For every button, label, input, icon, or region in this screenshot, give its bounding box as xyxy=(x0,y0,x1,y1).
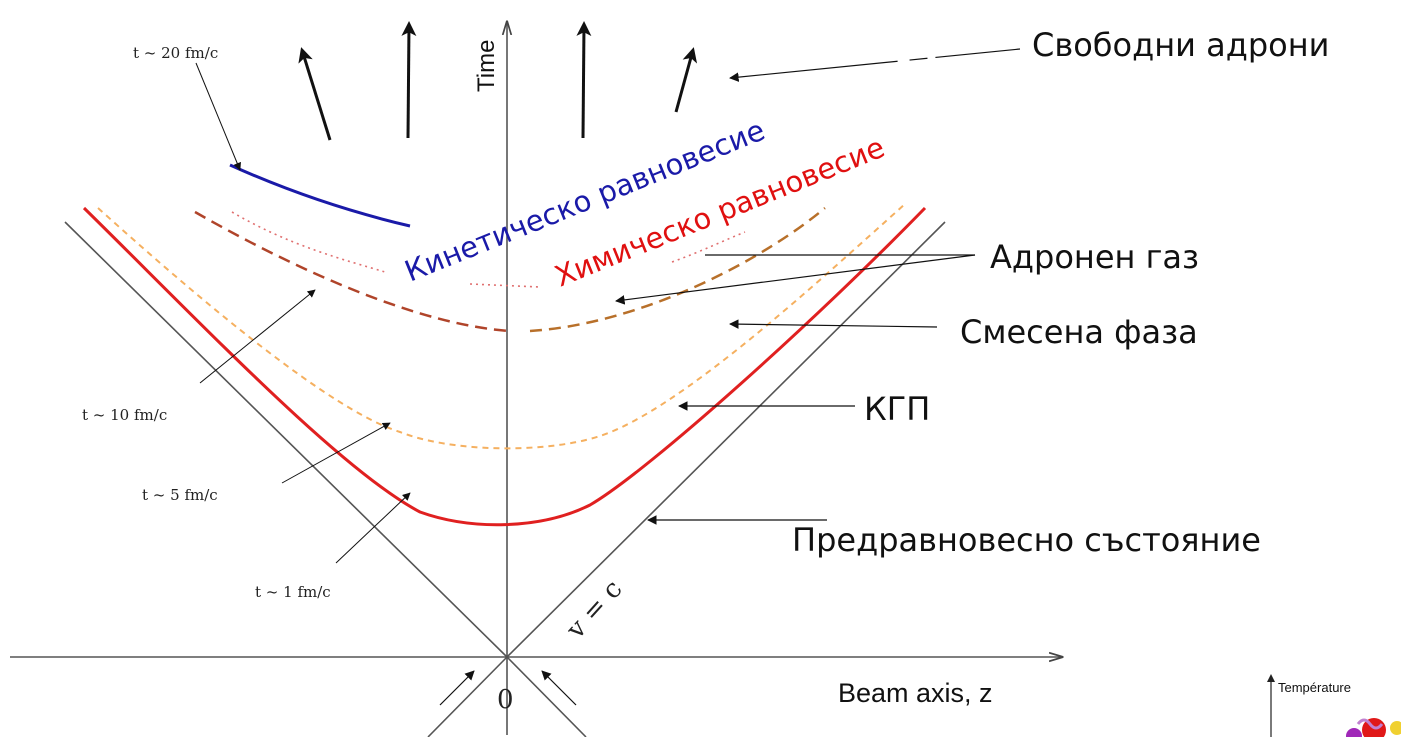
t1-pointer xyxy=(335,492,411,564)
time-axis-label: Time xyxy=(473,40,500,92)
hadron-gas-curve-left xyxy=(194,210,511,333)
temperature-inset: Température xyxy=(1262,672,1401,737)
incoming-arrow-right xyxy=(541,670,577,706)
time-label-1: t ~ 1 fm/c xyxy=(255,583,331,601)
light-cone-left xyxy=(64,221,508,658)
incoming-arrow-left xyxy=(439,670,475,706)
pre-equilibrium-label: Предравновесно състояние xyxy=(792,521,1261,559)
freezeout-dots-mid xyxy=(469,283,541,288)
time-label-10: t ~ 10 fm/c xyxy=(82,406,167,424)
light-cone-right xyxy=(506,221,946,658)
hadron-arrow-3 xyxy=(576,21,592,139)
light-cone-label: v = c xyxy=(560,574,628,645)
beam-axis-label: Beam axis, z xyxy=(838,678,993,708)
hadron-gas-label: Адронен газ xyxy=(990,238,1199,276)
inset-axis-label: Température xyxy=(1278,680,1351,695)
inset-purple-blob xyxy=(1346,728,1362,737)
freezeout-dots-right xyxy=(671,231,746,263)
hadron-arrow-2 xyxy=(401,21,417,139)
inset-squiggle xyxy=(1356,718,1384,730)
qgp-label: КГП xyxy=(864,390,930,428)
freezeout-dots-left xyxy=(231,211,386,273)
t20-pointer xyxy=(195,62,241,171)
hadron-gas-pointer-2 xyxy=(615,254,976,305)
t10-pointer xyxy=(199,289,316,384)
incoming-left xyxy=(427,656,508,737)
inset-yellow-blob xyxy=(1390,721,1401,735)
time-label-20: t ~ 20 fm/c xyxy=(133,44,218,62)
incoming-right xyxy=(506,656,587,737)
hadron-arrow-1 xyxy=(298,47,332,141)
mixed-phase-pointer xyxy=(729,319,938,329)
hadron-arrow-4 xyxy=(674,47,698,113)
inset-axis-arrow xyxy=(1267,674,1275,682)
free-hadrons-pointer xyxy=(729,48,1021,82)
time-label-5: t ~ 5 fm/c xyxy=(142,486,218,504)
t5-pointer xyxy=(281,422,391,484)
mixed-phase-curve xyxy=(97,203,906,450)
kinetic-freezeout-curve xyxy=(229,163,411,228)
hadron-gas-curve-right xyxy=(529,207,826,333)
mixed-phase-label: Смесена фаза xyxy=(960,313,1198,351)
free-hadrons-label: Свободни адрони xyxy=(1032,26,1329,64)
origin-label: 0 xyxy=(497,685,514,715)
qgp-curve xyxy=(82,206,927,527)
